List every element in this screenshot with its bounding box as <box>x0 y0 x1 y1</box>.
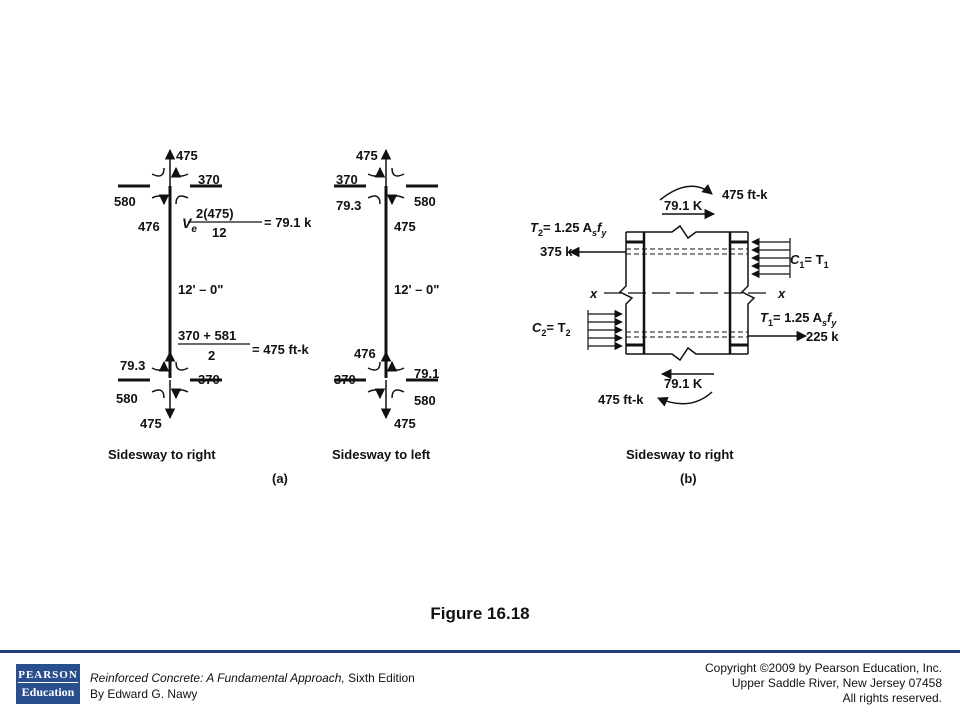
book-citation: Reinforced Concrete: A Fundamental Appro… <box>90 670 415 702</box>
b-t1-value: 225 k <box>806 329 839 344</box>
b-moment-top: 475 ft-k <box>722 187 768 202</box>
a-right-top-shear-left: 79.3 <box>336 198 361 213</box>
a-right-bottom-shear-right: 79.1 <box>414 366 439 381</box>
a-left-top-axial: 475 <box>176 148 198 163</box>
book-author: By Edward G. Nawy <box>90 687 198 701</box>
book-title: Reinforced Concrete: A Fundamental Appro… <box>90 671 345 685</box>
a-left-moment-numerator: 370 + 581 <box>178 328 236 343</box>
book-edition: Sixth Edition <box>344 671 415 685</box>
a-left-bottom-moment-right: 370 <box>198 372 220 387</box>
copyright-line-2: Upper Saddle River, New Jersey 07458 <box>731 676 942 690</box>
a-right-bottom-axial: 475 <box>394 416 416 431</box>
panel-a-left <box>118 148 262 420</box>
a-right-top-moment-left: 370 <box>336 172 358 187</box>
b-t1-equation: T1= 1.25 Asfy <box>760 310 837 328</box>
copyright-line-1: Copyright ©2009 by Pearson Education, In… <box>705 661 942 675</box>
a-left-top-shear: 476 <box>138 219 160 234</box>
a-right-top-axial: 475 <box>356 148 378 163</box>
panel-b-label: (b) <box>680 471 697 486</box>
b-t2-equation: T2= 1.25 Asfy <box>530 220 607 238</box>
panel-b <box>568 183 808 407</box>
panel-b-labels: 475 ft-k 79.1 K T2= 1.25 Asfy 375 k C1= … <box>530 187 839 462</box>
bottom-joint <box>334 350 438 420</box>
panel-a-right-labels: 475 370 580 79.3 475 12' – 0" 476 79.1 3… <box>332 148 439 462</box>
copyright-notice: Copyright ©2009 by Pearson Education, In… <box>705 661 942 706</box>
top-joint <box>334 148 438 206</box>
b-t2-value: 375 k <box>540 244 573 259</box>
book-title-line: Reinforced Concrete: A Fundamental Appro… <box>90 670 415 686</box>
a-left-top-moment-right: 370 <box>198 172 220 187</box>
a-left-ve-result: = 79.1 k <box>264 215 312 230</box>
b-caption: Sidesway to right <box>626 447 734 462</box>
logo-line-1: PEARSON <box>18 668 78 683</box>
a-right-height: 12' – 0" <box>394 282 439 297</box>
a-left-height: 12' – 0" <box>178 282 223 297</box>
b-shear-top: 79.1 K <box>664 198 703 213</box>
b-shear-bottom: 79.1 K <box>664 376 703 391</box>
copyright-line-3: All rights reserved. <box>842 691 942 705</box>
a-left-ve-numerator: 2(475) <box>196 206 234 221</box>
figure-diagram: 475 370 580 476 Ve 2(475) 12 = 79.1 k 12… <box>108 148 839 486</box>
a-right-top-moment-right: 580 <box>414 194 436 209</box>
a-right-top-shear-right: 475 <box>394 219 416 234</box>
a-left-top-moment-left: 580 <box>114 194 136 209</box>
b-moment-bottom: 475 ft-k <box>598 392 644 407</box>
top-joint <box>118 148 222 206</box>
panel-a-label: (a) <box>272 471 288 486</box>
a-right-bottom-moment-left: 370 <box>334 372 356 387</box>
panel-a-left-labels: 475 370 580 476 Ve 2(475) 12 = 79.1 k 12… <box>108 148 312 462</box>
a-left-bottom-shear: 79.3 <box>120 358 145 373</box>
a-right-caption: Sidesway to left <box>332 447 431 462</box>
b-axis-left: x <box>589 286 598 301</box>
a-left-ve-symbol: Ve <box>182 215 197 235</box>
b-c2-equation: C2= T2 <box>532 320 571 338</box>
logo-line-2: Education <box>21 684 75 699</box>
a-left-bottom-axial: 475 <box>140 416 162 431</box>
a-right-bottom-moment-right: 580 <box>414 393 436 408</box>
footer-divider <box>0 650 960 653</box>
a-left-ve-denominator: 12 <box>212 225 226 240</box>
panel-a-right <box>334 148 438 420</box>
a-left-moment-result: = 475 ft-k <box>252 342 309 357</box>
b-c1-equation: C1= T1 <box>790 252 829 270</box>
figure-caption: Figure 16.18 <box>430 604 530 623</box>
bottom-joint <box>118 350 222 420</box>
a-right-bottom-axial-top: 476 <box>354 346 376 361</box>
a-left-bottom-moment-left: 580 <box>116 391 138 406</box>
b-axis-right: x <box>777 286 786 301</box>
a-left-caption: Sidesway to right <box>108 447 216 462</box>
publisher-logo: PEARSON Education <box>16 664 80 704</box>
a-left-moment-denominator: 2 <box>208 348 215 363</box>
